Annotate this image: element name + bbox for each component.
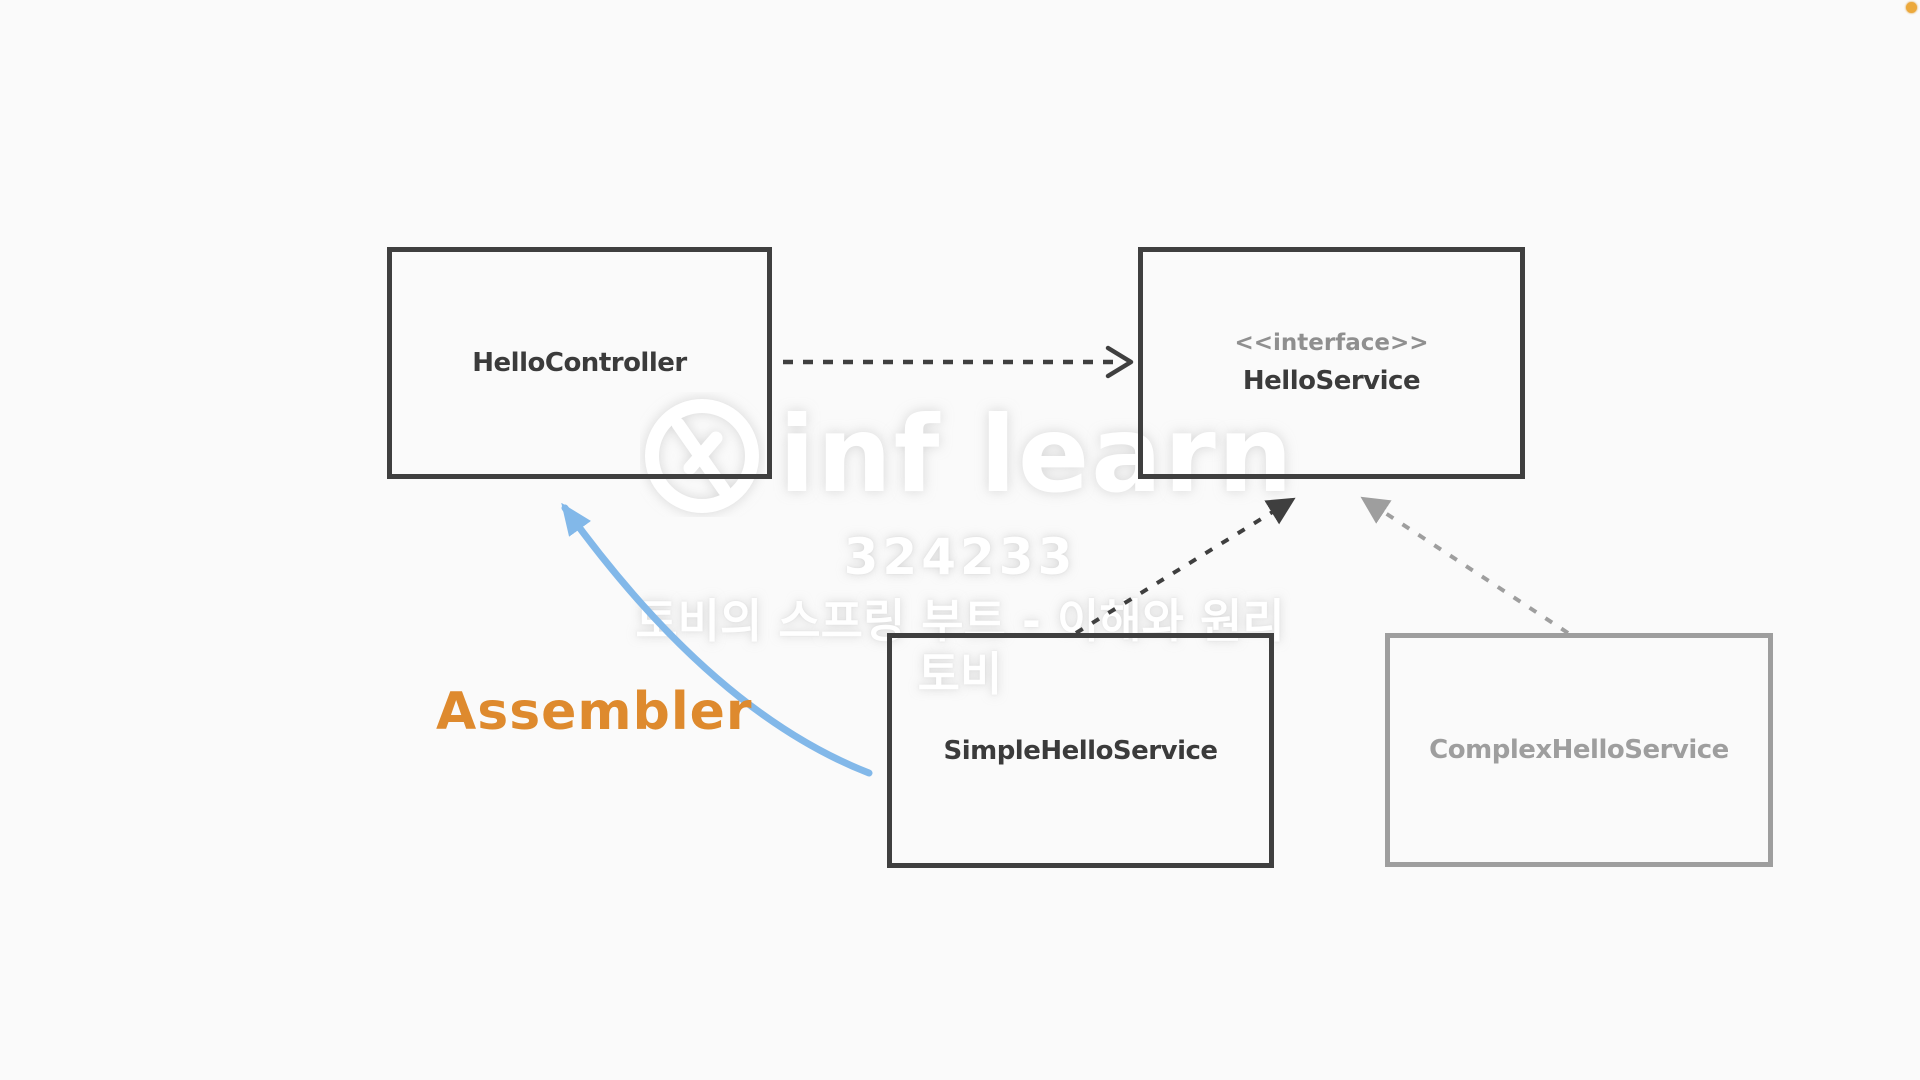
watermark-code: 324233 xyxy=(843,528,1077,586)
node-simple-hello-service: SimpleHelloService xyxy=(887,633,1274,868)
node-hello-service: <<interface>> HelloService xyxy=(1138,247,1525,479)
edge-complex-to-service xyxy=(1360,496,1570,635)
node-hello-controller: HelloController xyxy=(387,247,772,479)
node-complex-hello-service-label: ComplexHelloService xyxy=(1429,735,1729,765)
node-hello-service-stereotype: <<interface>> xyxy=(1234,330,1429,356)
edge-controller-to-service-arrowhead xyxy=(1105,345,1134,379)
node-simple-hello-service-label: SimpleHelloService xyxy=(943,735,1218,766)
assembler-label: Assembler xyxy=(436,682,753,742)
node-complex-hello-service: ComplexHelloService xyxy=(1385,633,1773,867)
edge-simple-to-service xyxy=(1074,497,1296,635)
recording-dot xyxy=(1906,2,1917,13)
node-hello-controller-label: HelloController xyxy=(472,348,687,378)
node-hello-service-label: HelloService xyxy=(1242,366,1421,396)
